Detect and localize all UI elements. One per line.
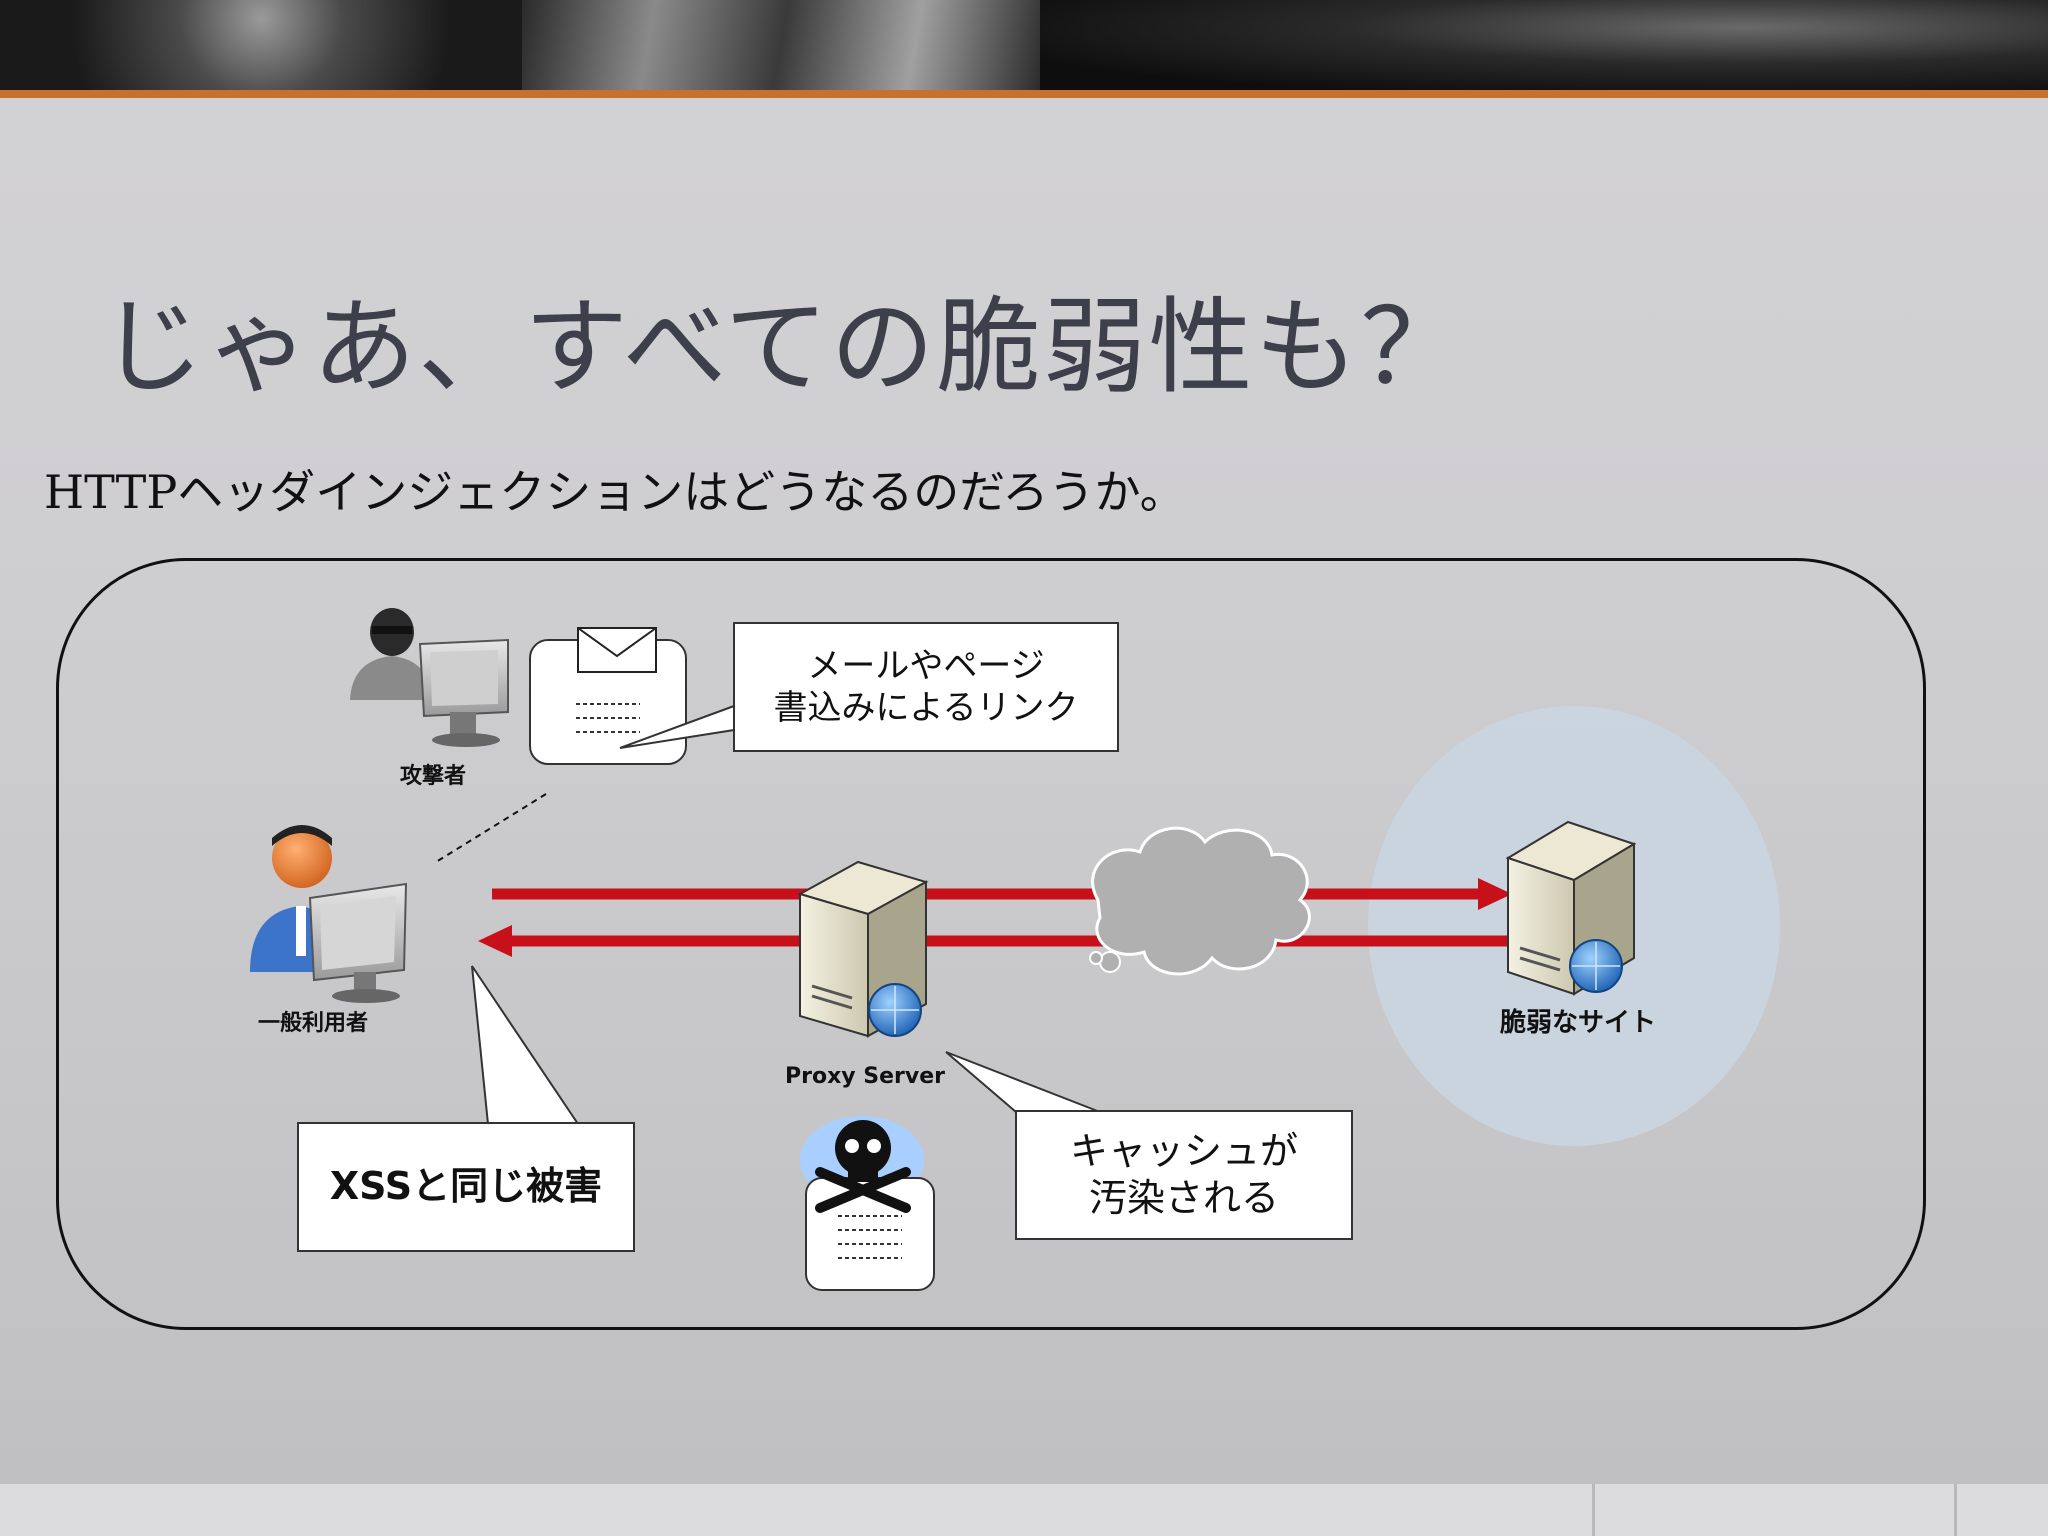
slide-title: じゃあ、すべての脆弱性も？ (100, 286, 1467, 408)
email-document-icon (529, 627, 687, 765)
slide-footer (0, 1484, 2048, 1536)
banner-accent-line (0, 90, 2048, 98)
cache-callout-tail (945, 1051, 1101, 1113)
internet-cloud-icon (1089, 826, 1311, 976)
user-label: 一般利用者 (257, 1011, 369, 1036)
xss-callout-text: XSSと同じ被害 (329, 1164, 603, 1209)
cache-callout-line2: 汚染される (1088, 1176, 1279, 1220)
attacker-label: 攻撃者 (399, 764, 467, 789)
proxy-server-label: Proxy Server (784, 1064, 946, 1089)
user-icon (250, 825, 408, 1003)
slide-subtitle: HTTPヘッダインジェクションはどうなるのだろうか。 (44, 465, 1186, 519)
link-callout-line1: メールやページ (807, 645, 1045, 686)
skull-icon (815, 1120, 911, 1213)
dashed-connector (435, 793, 547, 863)
cache-callout: キャッシュが 汚染される (1015, 1110, 1353, 1240)
vulnerable-server-icon (1505, 820, 1637, 996)
request-arrow (492, 878, 1512, 910)
diagram-frame (56, 558, 1926, 1330)
poisoned-cache-icon (800, 1116, 935, 1291)
vulnerable-site-label: 脆弱なサイト (1499, 1008, 1657, 1038)
xss-callout-tail (471, 965, 580, 1125)
proxy-server-icon (797, 860, 929, 1038)
xss-callout: XSSと同じ被害 (297, 1122, 635, 1252)
response-arrow (478, 925, 1508, 957)
header-banner (0, 0, 2048, 92)
attacker-icon (350, 608, 509, 747)
cache-callout-line1: キャッシュが (1069, 1128, 1298, 1173)
link-callout: メールやページ 書込みによるリンク (733, 622, 1119, 752)
link-callout-line2: 書込みによるリンク (773, 688, 1079, 728)
